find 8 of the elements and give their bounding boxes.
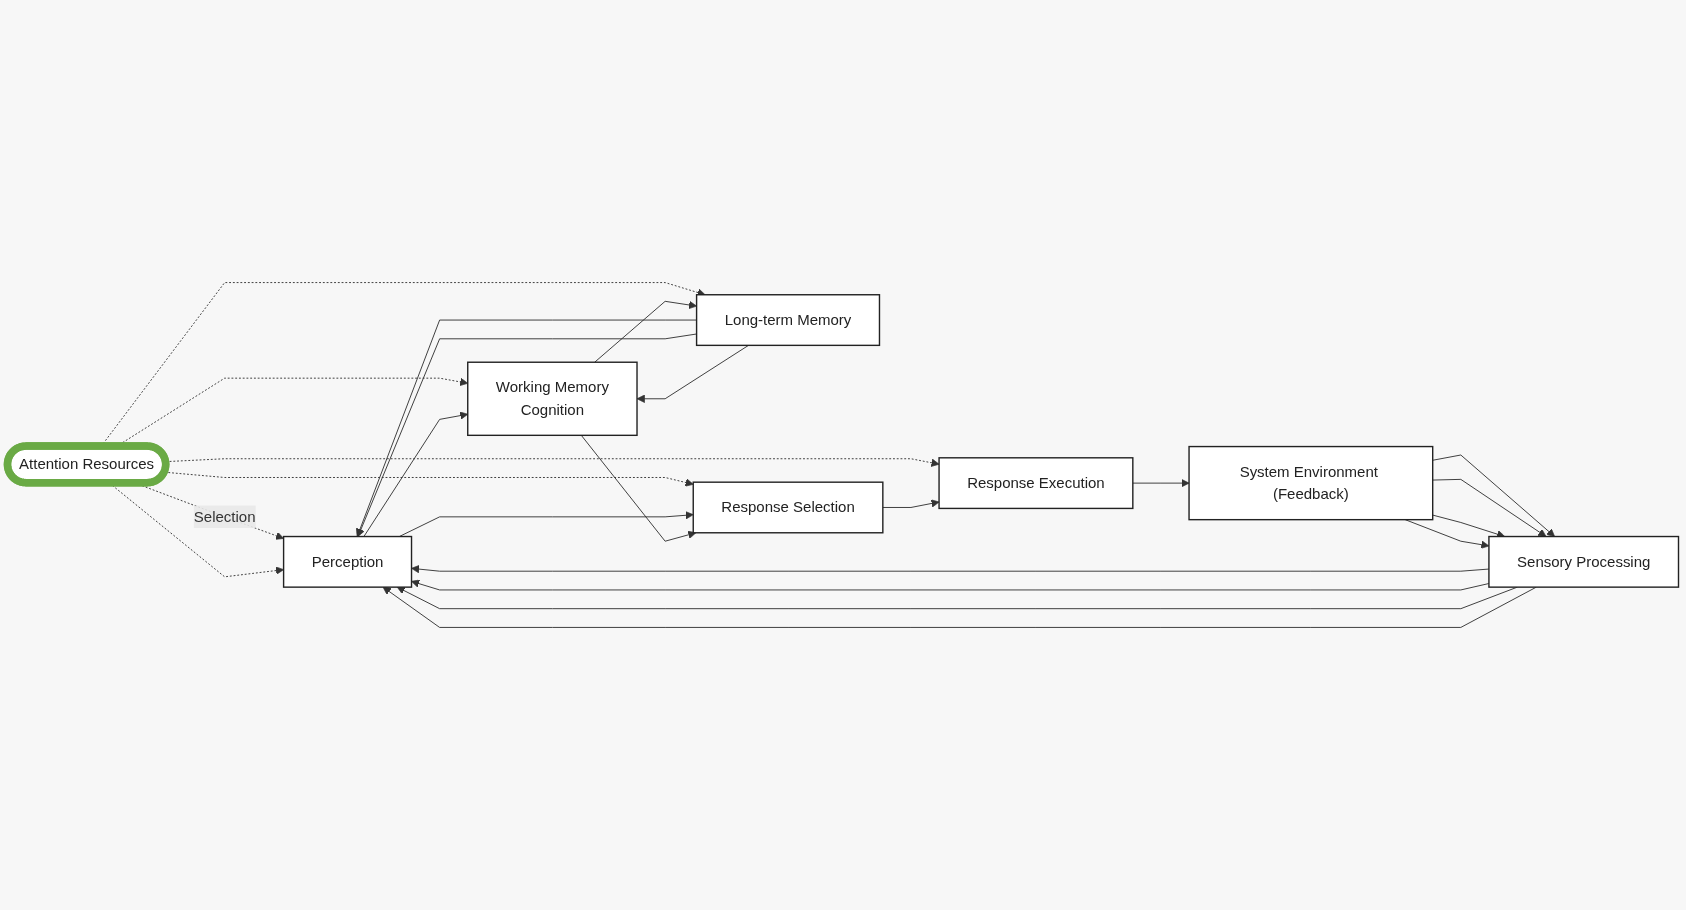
node-box: Perception xyxy=(282,535,413,588)
node-box: Long-term Memory xyxy=(695,294,881,347)
node-box: Response Selection xyxy=(692,481,884,534)
node-box: System Environment (Feedback) xyxy=(1188,445,1434,521)
node-box: Working Memory Cognition xyxy=(467,361,638,437)
edge-label: Selection xyxy=(193,508,256,525)
node-box: Response Execution xyxy=(938,457,1134,510)
node-box: Sensory Processing xyxy=(1488,535,1680,588)
